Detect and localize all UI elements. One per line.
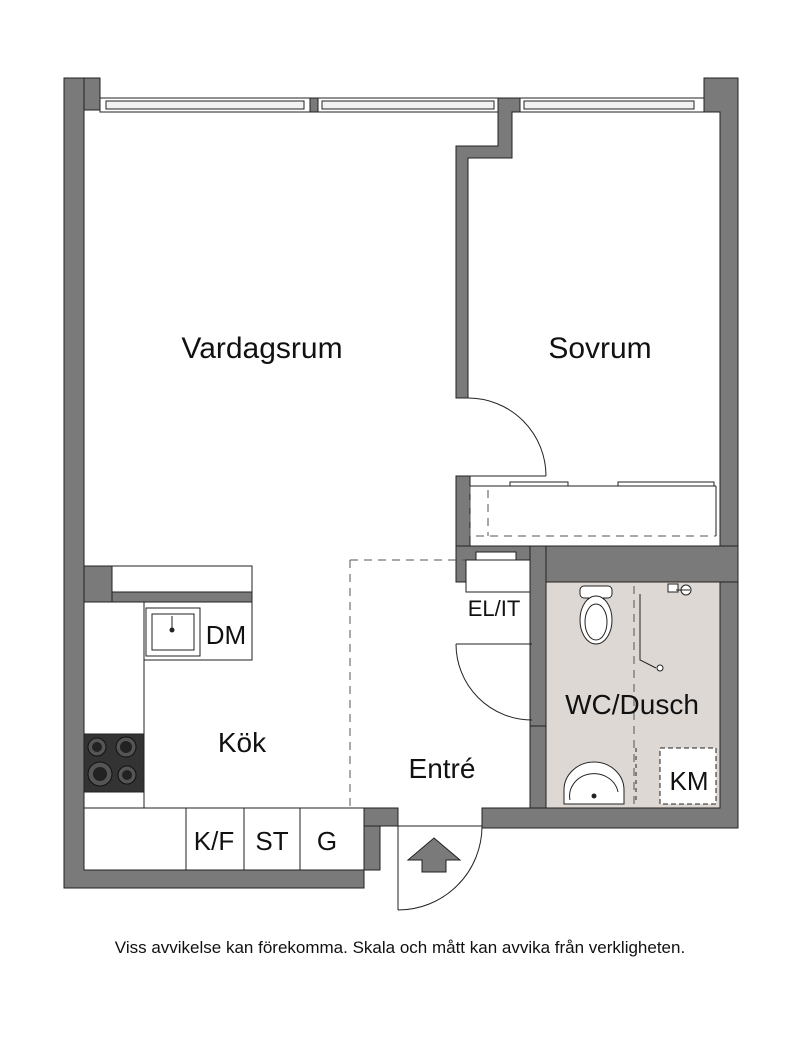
doors — [397, 397, 547, 911]
fixture-label-electrical: EL/IT — [468, 596, 521, 621]
washer-box — [659, 747, 717, 805]
room-label-entrance: Entré — [409, 753, 476, 784]
bedroom-closet — [470, 481, 717, 536]
disclaimer-text: Viss avvikelse kan förekomma. Skala och … — [114, 938, 686, 957]
appliance-dividers — [185, 808, 301, 870]
room-label-bedroom: Sovrum — [548, 332, 651, 365]
fixture-label-dishwasher: DM — [206, 620, 246, 650]
washbasin-icon — [563, 748, 637, 805]
room-label-living: Vardagsrum — [181, 332, 342, 365]
fixture-label-wardrobe: G — [317, 826, 337, 856]
room-label-kitchen: Kök — [218, 727, 267, 758]
toilet-icon — [579, 585, 613, 645]
windows — [99, 97, 705, 113]
room-label-bathroom: WC/Dusch — [565, 689, 699, 720]
fixture-label-storage: ST — [255, 826, 288, 856]
fixture-label-washer: KM — [670, 766, 709, 796]
electrical-cabinet — [465, 551, 531, 593]
kitchen-sink-icon — [145, 607, 201, 657]
kitchen-counter — [83, 565, 365, 871]
fixture-label-fridge: K/F — [194, 826, 234, 856]
entrance-arrow-icon — [406, 837, 462, 873]
shower-icon — [639, 583, 692, 672]
stove-icon — [83, 733, 145, 793]
